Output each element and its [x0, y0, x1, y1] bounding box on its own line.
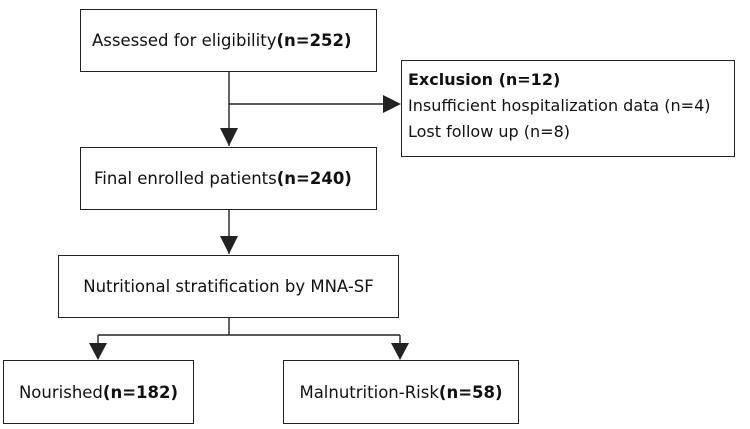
arrowhead-stratification — [220, 236, 238, 254]
assessed-label: Assessed for eligibility — [92, 31, 277, 50]
arrowhead-exclusion — [383, 95, 401, 113]
enrolled-count: (n=240) — [276, 169, 352, 188]
enrolled-label: Final enrolled patients — [94, 169, 277, 188]
exclusion-item: Insufficient hospitalization data (n=4) — [408, 96, 711, 115]
arrowhead-nourished — [89, 343, 107, 360]
stratification-box: Nutritional stratification by MNA-SF — [58, 255, 399, 318]
arrowhead-malnutrition — [391, 343, 409, 360]
assessed-box: Assessed for eligibility(n=252) — [80, 9, 377, 72]
exclusion-title: Exclusion (n=12) — [408, 70, 561, 89]
malnutrition-box: Malnutrition-Risk(n=58) — [283, 360, 519, 424]
nourished-count: (n=182) — [102, 382, 179, 402]
exclusion-box: Exclusion (n=12) Insufficient hospitaliz… — [401, 60, 735, 157]
arrowhead-enrolled — [220, 128, 238, 146]
enrolled-box: Final enrolled patients(n=240) — [80, 147, 377, 210]
exclusion-item: Lost follow up (n=8) — [408, 122, 570, 141]
nourished-box: Nourished(n=182) — [3, 360, 194, 424]
stratification-label: Nutritional stratification by MNA-SF — [83, 277, 374, 296]
malnutrition-label: Malnutrition-Risk — [299, 382, 439, 402]
nourished-label: Nourished — [18, 382, 103, 402]
assessed-count: (n=252) — [276, 31, 352, 50]
malnutrition-count: (n=58) — [438, 382, 503, 402]
